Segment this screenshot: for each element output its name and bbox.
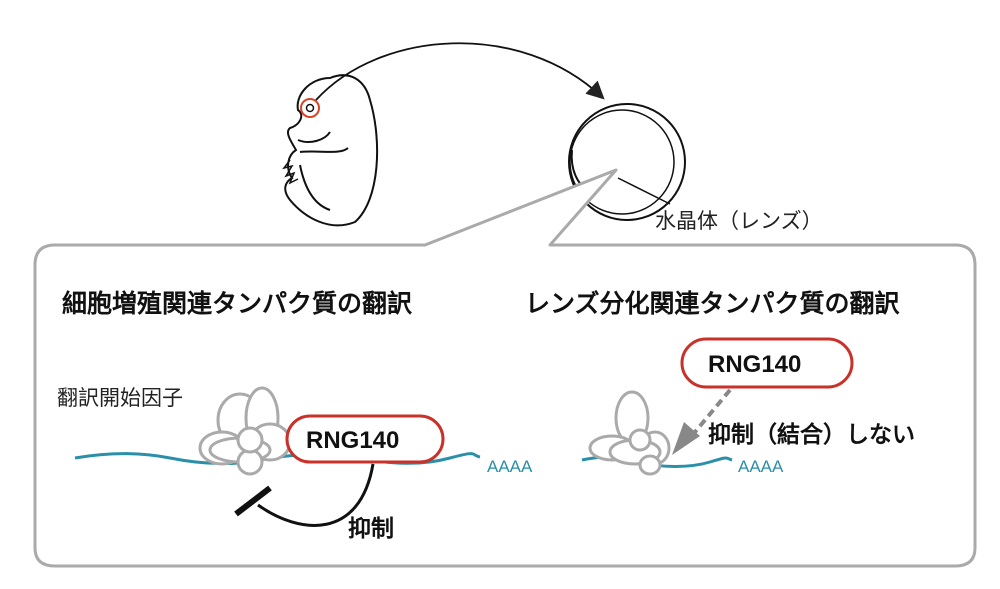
initiation-factor-label: 翻訳開始因子 — [57, 386, 183, 410]
rng140-label-right: RNG140 — [708, 351, 801, 378]
inhibit-bar — [234, 485, 272, 517]
polya-right: AAAA — [738, 457, 784, 476]
right-heading: レンズ分化関連タンパク質の翻訳 — [525, 289, 901, 318]
inhibit-label: 抑制 — [348, 516, 394, 542]
embryo-eye-icon — [300, 98, 320, 118]
polya-left: AAAA — [487, 457, 533, 476]
no-inhibit-label: 抑制（結合）しない — [708, 421, 915, 448]
callout-box — [33, 168, 977, 568]
no-binding-dashed-line — [688, 388, 732, 440]
inhibit-arc — [257, 463, 375, 527]
arrow-eye-to-lens — [315, 42, 605, 101]
ribosome-left — [198, 386, 292, 476]
rng140-box-right — [680, 337, 854, 389]
lens-leader-line — [617, 177, 671, 205]
lens-label: 水晶体（レンズ） — [655, 209, 823, 233]
left-heading: 細胞増殖関連タンパク質の翻訳 — [62, 289, 413, 318]
ribosome-right — [588, 390, 671, 476]
rng140-label-left: RNG140 — [306, 427, 399, 454]
arrowhead-icon — [672, 422, 700, 455]
rng140-box-left — [285, 414, 445, 464]
embryo-illustration — [282, 74, 379, 227]
